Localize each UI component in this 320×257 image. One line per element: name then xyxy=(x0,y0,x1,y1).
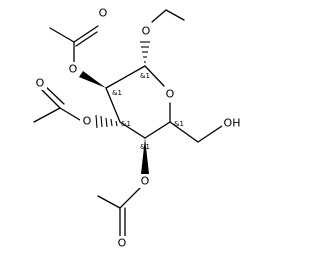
bond-c5-ch2 xyxy=(169,121,199,143)
stereo-label-c4: &1 xyxy=(140,143,150,151)
bond-ome-ch3-tail xyxy=(165,9,185,21)
hashed-bond-c3-o xyxy=(95,114,118,129)
bond-c-o3-double-a xyxy=(39,87,61,109)
bond-c-o2-double-b xyxy=(75,31,98,47)
atom-carbonyl-oxygen-3: O xyxy=(33,76,47,90)
bond-ch2-oh xyxy=(197,125,223,143)
svg-text:O: O xyxy=(118,237,127,250)
stereo-label-c3: &1 xyxy=(121,120,131,128)
bond-o4-c xyxy=(119,187,141,209)
bond-c-ch3-3 xyxy=(33,107,61,123)
atom-hydroxyl: OH xyxy=(222,116,242,130)
bond-c-o2-double-a xyxy=(73,25,99,43)
wedge-bond-c4-o xyxy=(141,138,149,174)
svg-text:O: O xyxy=(142,25,151,38)
atom-carbonyl-oxygen-2: O xyxy=(96,6,110,20)
svg-text:O: O xyxy=(166,88,175,101)
hashed-bond-c1-ome xyxy=(140,41,150,63)
atom-methoxy-oxygen: O xyxy=(139,24,153,38)
atom-carbonyl-oxygen-4: O xyxy=(115,236,129,250)
svg-text:O: O xyxy=(99,7,108,20)
bond-c3-c2 xyxy=(105,87,121,123)
atom-ring-oxygen: O xyxy=(163,87,177,101)
bond-c1-ring-o xyxy=(144,65,165,87)
svg-text:O: O xyxy=(141,175,150,188)
atom-ester-oxygen-3: O xyxy=(80,114,94,128)
wedge-bond-c2-o xyxy=(79,71,106,88)
molecule-canvas: O O OH O O O O O O &1 &1 &1 &1 &1 xyxy=(33,6,242,250)
bond-c4-c3 xyxy=(119,121,146,139)
svg-text:O: O xyxy=(69,63,78,76)
stereo-label-c1: &1 xyxy=(140,72,150,80)
bond-c-ch3-2 xyxy=(49,27,75,43)
svg-text:OH: OH xyxy=(224,117,241,130)
svg-text:O: O xyxy=(83,115,92,128)
structure-diagram: O O OH O O O O O O &1 &1 &1 &1 &1 xyxy=(33,6,242,250)
bond-c5-c4 xyxy=(144,121,171,139)
bond-o3-c xyxy=(59,107,81,121)
atom-ester-oxygen-2: O xyxy=(66,62,80,76)
stereo-label-c5: &1 xyxy=(174,120,184,128)
bond-c-ch3-4 xyxy=(97,195,121,209)
svg-text:O: O xyxy=(36,77,45,90)
stereo-label-c2: &1 xyxy=(112,89,122,97)
bond-ome-ch3 xyxy=(151,9,167,23)
bond-c2-c1 xyxy=(105,65,146,89)
atom-ester-oxygen-4: O xyxy=(138,174,152,188)
